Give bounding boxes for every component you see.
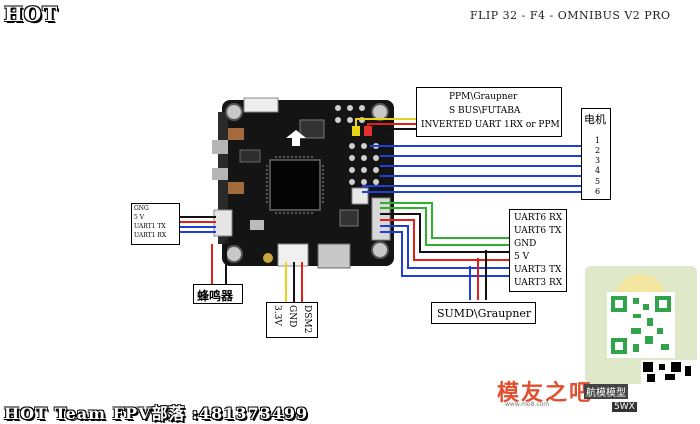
motor-number-1: 1: [595, 136, 601, 145]
uart1-line-4: UART1 RX: [134, 232, 167, 239]
dsm2-label-dsm2: DSM2: [302, 305, 312, 334]
motor-number-2: 2: [595, 146, 601, 155]
uart-line-5: UART3 TX: [514, 265, 562, 275]
uart-wires: [380, 202, 510, 277]
uart-line-3: GND: [514, 239, 537, 249]
motor-number-4: 4: [595, 166, 601, 175]
uart1-line-1: GNG: [134, 205, 149, 212]
uart1-wires: [180, 216, 216, 233]
uart1-line-2: 5 V: [134, 214, 145, 221]
watermark-stamp: 航模模型: [584, 384, 628, 399]
motor-box: 电机 1 2 3 4 5 6: [581, 108, 611, 200]
receiver-line-1: PPM\Graupner: [449, 92, 518, 102]
receiver-wires: [355, 118, 418, 130]
motor-number-3: 3: [595, 156, 601, 165]
sumd-box: SUMD\Graupner: [431, 302, 536, 324]
dsm2-label-3v3: 3.3V: [272, 305, 282, 326]
motor-number-6: 6: [595, 187, 601, 196]
receiver-line-2: S BUS\FUTABA: [449, 106, 521, 116]
buzzer-box: 蜂鸣器: [193, 284, 243, 304]
buzzer-wires: [211, 240, 227, 284]
buzzer-label: 蜂鸣器: [197, 289, 234, 303]
dsm2-box: 3.3V GND DSM2: [266, 302, 318, 338]
uart1-box: GNG 5 V UART1 TX UART1 RX: [131, 203, 180, 245]
receiver-protocol-box: PPM\Graupner S BUS\FUTABA INVERTED UART …: [416, 87, 562, 137]
motor-number-5: 5: [595, 177, 601, 186]
uart-line-4: 5 V: [514, 252, 530, 262]
receiver-line-3: INVERTED UART 1RX or PPM: [421, 120, 560, 130]
sumd-label: SUMD\Graupner: [437, 307, 532, 320]
watermark-site: www.mo8.com: [505, 401, 550, 408]
motor-wires: [362, 145, 582, 193]
uart-box: UART6 RX UART6 TX GND 5 V UART3 TX UART3…: [509, 209, 567, 292]
board-title: FLIP 32 - F4 - OMNIBUS V2 PRO: [470, 9, 671, 22]
uart1-line-3: UART1 TX: [134, 223, 166, 230]
watermark-badge: 5WX: [612, 402, 637, 412]
flight-controller-board: [212, 97, 394, 269]
footer-team: HOT Team FPV部落 :481373499: [4, 404, 309, 423]
dsm2-wires: [285, 262, 303, 302]
uart-line-1: UART6 RX: [514, 213, 563, 223]
motor-title: 电机: [584, 113, 606, 126]
watermark-brand: 模友之吧: [497, 381, 594, 406]
uart-line-2: UART6 TX: [514, 226, 562, 236]
qr-code-image: [607, 274, 697, 384]
dsm2-label-gnd: GND: [287, 305, 297, 328]
qr-code-panel: [585, 266, 697, 384]
hot-label: HOT: [4, 2, 59, 26]
sumd-wires: [469, 250, 487, 300]
uart-line-6: UART3 RX: [514, 278, 563, 288]
